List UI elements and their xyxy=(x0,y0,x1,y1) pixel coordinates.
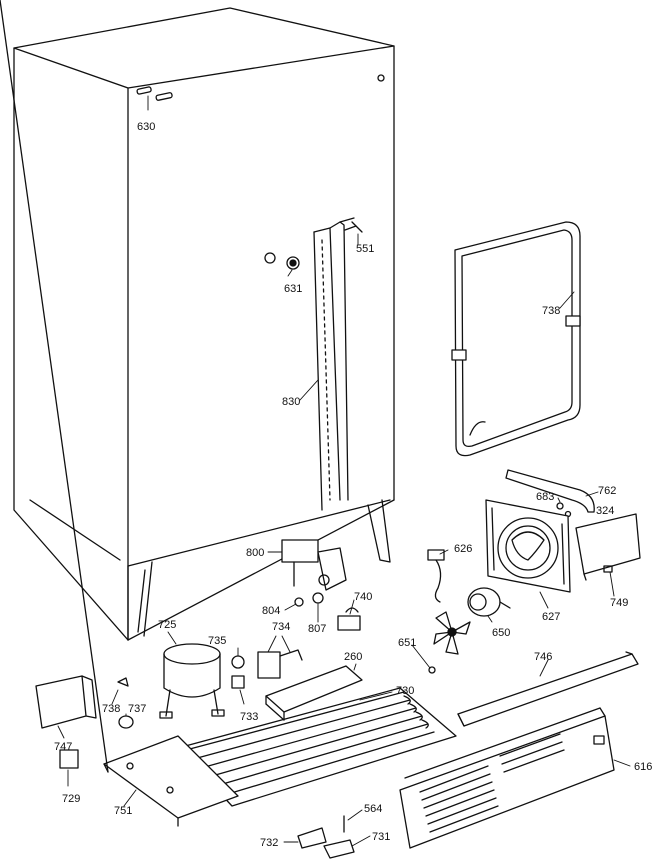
label-738-clip: 738 xyxy=(102,703,120,715)
label-749: 749 xyxy=(610,597,628,609)
channel-830 xyxy=(313,217,357,511)
label-733: 733 xyxy=(240,711,258,723)
label-732: 732 xyxy=(260,837,278,849)
cabinet-body xyxy=(13,7,395,641)
sensor-626 xyxy=(427,549,445,603)
label-651: 651 xyxy=(398,637,416,649)
part-731 xyxy=(323,839,355,859)
label-751: 751 xyxy=(114,805,132,817)
label-650: 650 xyxy=(492,627,510,639)
screw-683 xyxy=(556,502,564,510)
valve-800 xyxy=(281,539,347,591)
label-324: 324 xyxy=(596,505,614,517)
plug-631 xyxy=(286,256,300,270)
label-830: 830 xyxy=(282,396,300,408)
label-260: 260 xyxy=(344,651,362,663)
grommet-737 xyxy=(118,715,134,729)
fan-bracket-627 xyxy=(485,499,571,593)
label-551: 551 xyxy=(356,243,374,255)
label-738-gasket: 738 xyxy=(542,305,560,317)
label-631: 631 xyxy=(284,283,302,295)
label-731: 731 xyxy=(372,831,390,843)
label-564: 564 xyxy=(364,803,382,815)
part-733 xyxy=(231,675,245,689)
clip-738 xyxy=(117,677,129,687)
label-735: 735 xyxy=(208,635,226,647)
screw-551 xyxy=(351,221,363,233)
bar-762 xyxy=(505,469,595,513)
label-737: 737 xyxy=(128,703,146,715)
label-630: 630 xyxy=(137,121,155,133)
part-735 xyxy=(231,655,245,669)
label-807: 807 xyxy=(308,623,326,635)
motor-650 xyxy=(467,587,511,617)
label-627: 627 xyxy=(542,611,560,623)
label-762: 762 xyxy=(598,485,616,497)
bar-746 xyxy=(457,651,639,727)
panel-749 xyxy=(575,513,641,581)
gasket-frame xyxy=(451,221,581,457)
base-pan-751 xyxy=(0,0,239,827)
relay-734 xyxy=(257,649,303,679)
part-740 xyxy=(337,607,361,631)
label-730: 730 xyxy=(396,685,414,697)
label-725: 725 xyxy=(158,619,176,631)
label-626: 626 xyxy=(454,543,472,555)
label-729: 729 xyxy=(62,793,80,805)
label-804: 804 xyxy=(262,605,280,617)
part-labels: 630 631 551 830 738 762 683 324 626 627 … xyxy=(54,121,652,849)
leader-lines xyxy=(57,95,631,847)
part-729 xyxy=(59,749,79,769)
label-800: 800 xyxy=(246,547,264,559)
label-740: 740 xyxy=(354,591,372,603)
bracket-747 xyxy=(35,675,97,729)
part-807 xyxy=(312,592,324,604)
part-804 xyxy=(294,597,304,607)
compressor-725 xyxy=(159,643,225,719)
tray-260 xyxy=(265,665,363,721)
part-732 xyxy=(297,827,327,849)
fan-blade-651 xyxy=(428,611,471,674)
label-683: 683 xyxy=(536,491,554,503)
label-616: 616 xyxy=(634,761,652,773)
label-734: 734 xyxy=(272,621,290,633)
label-747: 747 xyxy=(54,741,72,753)
label-746: 746 xyxy=(534,651,552,663)
grille-616 xyxy=(399,707,615,849)
handle-slots xyxy=(136,86,173,101)
